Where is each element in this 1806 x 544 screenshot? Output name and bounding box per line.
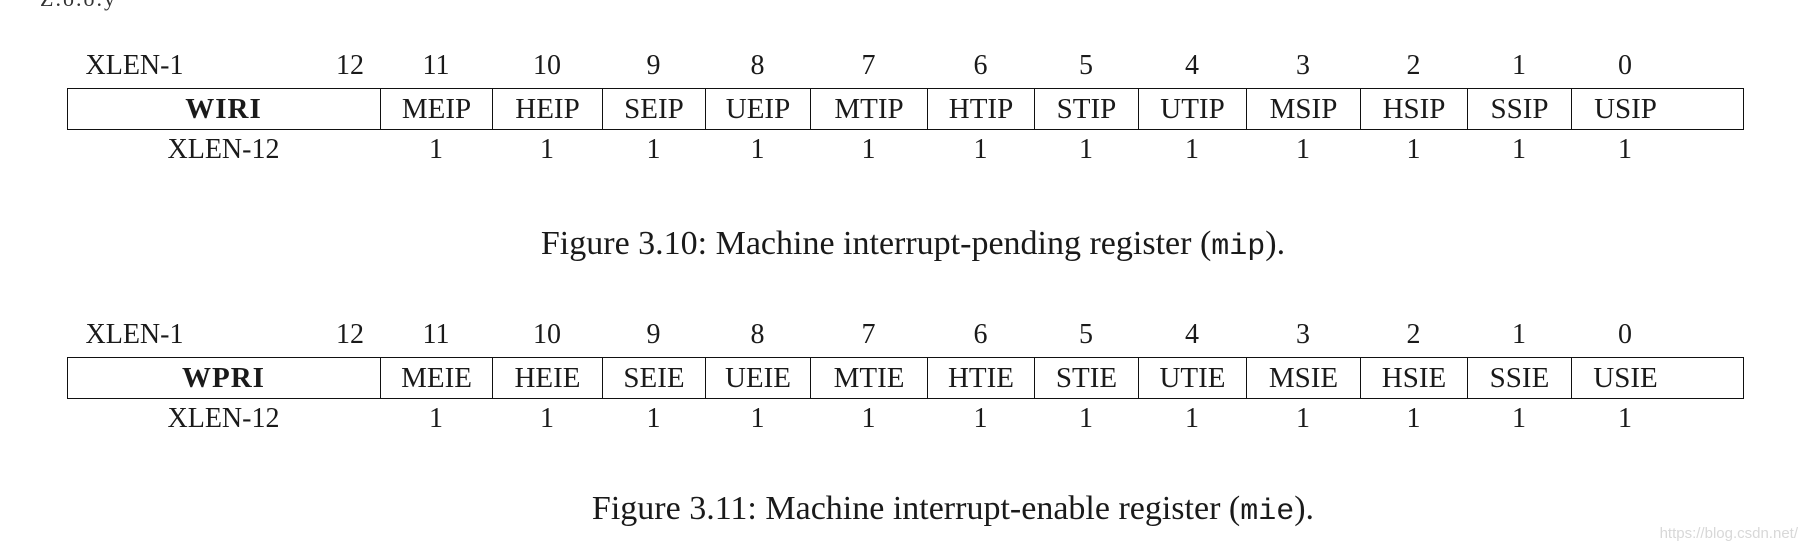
field-heie: HEIE xyxy=(492,357,602,399)
field-width: 1 xyxy=(646,134,661,165)
bit-index: 2 xyxy=(1406,319,1421,350)
caption-text: Figure 3.10: Machine interrupt-pending r… xyxy=(540,225,1212,262)
field-mtie: MTIE xyxy=(810,357,927,399)
field-width: 1 xyxy=(1512,134,1526,165)
bit-index: 12 xyxy=(336,50,364,81)
field-width: 1 xyxy=(750,403,765,434)
field-utie: UTIE xyxy=(1138,357,1246,399)
bit-index: 6 xyxy=(973,50,988,81)
bit-index: 1 xyxy=(1512,319,1526,350)
field-htie: HTIE xyxy=(927,357,1034,399)
field-width: 1 xyxy=(1512,403,1526,434)
field-reserved: WIRI xyxy=(185,92,262,125)
field-seie: SEIE xyxy=(602,357,705,399)
register-border xyxy=(67,88,1744,130)
caption-suffix: ). xyxy=(1294,490,1315,527)
bit-index: 4 xyxy=(1185,50,1199,81)
bit-index: 6 xyxy=(973,319,988,350)
field-width: 1 xyxy=(750,134,765,165)
field-width: 1 xyxy=(540,134,554,165)
field-width: 1 xyxy=(1296,134,1310,165)
field-width: 1 xyxy=(1079,403,1093,434)
bit-index: 4 xyxy=(1185,319,1199,350)
bit-index: 7 xyxy=(861,50,876,81)
field-width: XLEN-12 xyxy=(167,134,280,165)
field-width: 1 xyxy=(429,134,443,165)
field-utip: UTIP xyxy=(1138,88,1246,130)
field-width: 1 xyxy=(646,403,661,434)
field-width: 1 xyxy=(540,403,554,434)
bit-index: 11 xyxy=(422,319,450,350)
field-seip: SEIP xyxy=(602,88,705,130)
bit-index: XLEN-1 xyxy=(85,50,184,81)
field-width: 1 xyxy=(1406,403,1421,434)
field-row: WPRI MEIE HEIE SEIE UEIE MTIE HTIE STIE … xyxy=(67,357,1744,399)
bit-index: 8 xyxy=(750,50,765,81)
field-heip: HEIP xyxy=(492,88,602,130)
field-ueie: UEIE xyxy=(705,357,810,399)
field-width-row: XLEN-12 1 1 1 1 1 1 1 1 1 1 1 1 xyxy=(67,132,1744,168)
field-ueip: UEIP xyxy=(705,88,810,130)
field-ssie: SSIE xyxy=(1467,357,1571,399)
field-usie: USIE xyxy=(1571,357,1679,399)
field-width: 1 xyxy=(1079,134,1093,165)
bit-index: 0 xyxy=(1618,50,1632,81)
bit-index: 1 xyxy=(1512,50,1526,81)
bit-index-row: XLEN-1 12 11 10 9 8 7 6 5 4 3 2 1 0 xyxy=(67,317,1744,353)
field-htip: HTIP xyxy=(927,88,1034,130)
bit-index: 3 xyxy=(1296,319,1310,350)
field-width: 1 xyxy=(973,134,988,165)
bit-index: 12 xyxy=(336,319,364,350)
caption-suffix: ). xyxy=(1265,225,1286,262)
bit-index: 0 xyxy=(1618,319,1632,350)
figure-caption-mip: Figure 3.10: Machine interrupt-pending r… xyxy=(0,225,1806,264)
field-hsip: HSIP xyxy=(1360,88,1467,130)
field-width: 1 xyxy=(1618,134,1632,165)
bit-index: 10 xyxy=(533,319,561,350)
field-ssip: SSIP xyxy=(1467,88,1571,130)
field-width: 1 xyxy=(1618,403,1632,434)
field-width: XLEN-12 xyxy=(167,403,280,434)
field-meip: MEIP xyxy=(380,88,492,130)
field-mtip: MTIP xyxy=(810,88,927,130)
field-width: 1 xyxy=(1185,134,1199,165)
bit-index: XLEN-1 xyxy=(85,319,184,350)
field-hsie: HSIE xyxy=(1360,357,1467,399)
field-usip: USIP xyxy=(1571,88,1679,130)
bit-index: 9 xyxy=(646,50,661,81)
field-width: 1 xyxy=(1296,403,1310,434)
field-meie: MEIE xyxy=(380,357,492,399)
field-width-row: XLEN-12 1 1 1 1 1 1 1 1 1 1 1 1 xyxy=(67,401,1744,437)
field-row: WIRI MEIP HEIP SEIP UEIP MTIP HTIP STIP … xyxy=(67,88,1744,130)
bit-index: 10 xyxy=(533,50,561,81)
bit-index: 5 xyxy=(1079,319,1093,350)
top-cutoff-text: Z.o.o.y xyxy=(40,0,117,12)
caption-text: Figure 3.11: Machine interrupt-enable re… xyxy=(591,490,1241,527)
figure-caption-mie: Figure 3.11: Machine interrupt-enable re… xyxy=(0,490,1806,529)
field-stip: STIP xyxy=(1034,88,1138,130)
bit-index-row: XLEN-1 12 11 10 9 8 7 6 5 4 3 2 1 0 xyxy=(67,48,1744,84)
field-reserved: WPRI xyxy=(182,361,265,394)
field-stie: STIE xyxy=(1034,357,1138,399)
bit-index: 7 xyxy=(861,319,876,350)
bit-index: 8 xyxy=(750,319,765,350)
bit-index: 3 xyxy=(1296,50,1310,81)
bit-index: 11 xyxy=(422,50,450,81)
watermark-text: https://blog.csdn.net/ xyxy=(1659,525,1798,542)
field-msie: MSIE xyxy=(1246,357,1360,399)
field-width: 1 xyxy=(861,403,876,434)
caption-code: mie xyxy=(1240,495,1295,529)
caption-code: mip xyxy=(1211,230,1266,264)
bit-index: 9 xyxy=(646,319,661,350)
bit-index: 2 xyxy=(1406,50,1421,81)
field-width: 1 xyxy=(429,403,443,434)
field-width: 1 xyxy=(1185,403,1199,434)
field-width: 1 xyxy=(973,403,988,434)
field-width: 1 xyxy=(861,134,876,165)
register-border xyxy=(67,357,1744,399)
bit-index: 5 xyxy=(1079,50,1093,81)
field-msip: MSIP xyxy=(1246,88,1360,130)
field-width: 1 xyxy=(1406,134,1421,165)
